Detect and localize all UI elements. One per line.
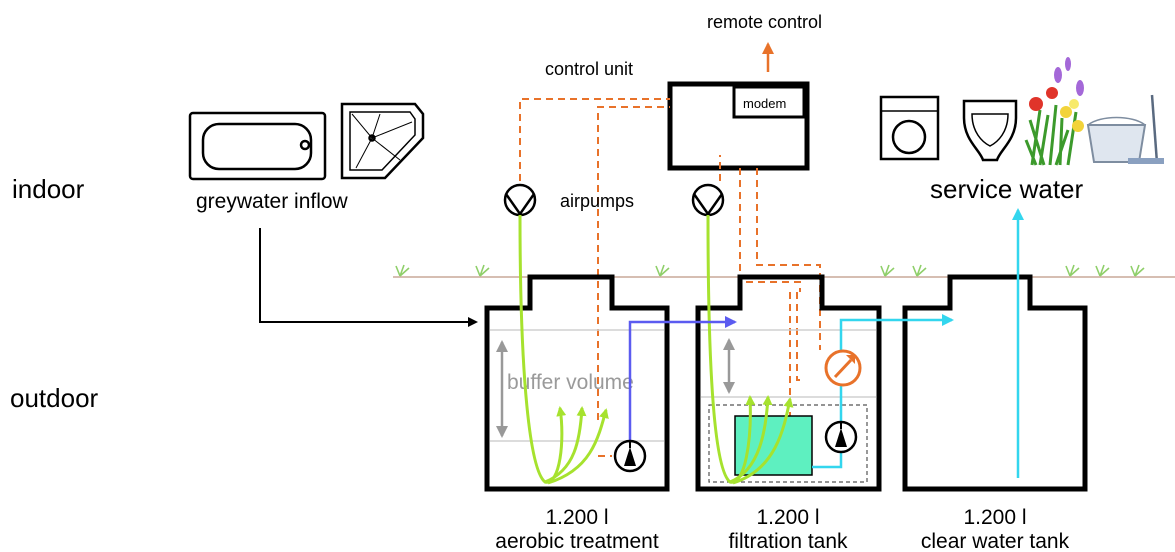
airpumps-label: airpumps	[560, 191, 634, 211]
bathtub-icon	[188, 111, 327, 181]
grass-tufts	[395, 264, 1145, 277]
outdoor-label: outdoor	[10, 383, 99, 413]
bucket-icon	[1086, 94, 1164, 164]
transfer-water-flow	[628, 316, 737, 443]
air-lines	[518, 214, 794, 485]
washing-machine-icon	[879, 95, 940, 161]
airpump-icon	[691, 183, 725, 217]
modem-label: modem	[743, 96, 786, 111]
tank-volume: 1.200 l	[756, 506, 819, 529]
water-pump-icon	[613, 439, 647, 473]
filtration-tank	[695, 274, 882, 492]
modem-box	[732, 85, 806, 119]
inflow-pipe	[259, 228, 478, 327]
service-water-label: service water	[930, 174, 1083, 204]
toilet-icon	[962, 99, 1018, 162]
remote-control-label: remote control	[707, 12, 822, 32]
greywater-inflow-label: greywater inflow	[196, 190, 349, 213]
tank-volume: 1.200 l	[963, 506, 1026, 529]
clear-water-tank	[902, 274, 1088, 492]
airpump-icon	[503, 183, 537, 217]
tank-name: filtration tank	[728, 530, 848, 552]
indoor-label: indoor	[12, 174, 85, 204]
shower-icon	[340, 102, 425, 180]
tank-name: aerobic treatment	[495, 530, 659, 552]
tank-volume: 1.200 l	[545, 506, 608, 529]
buffer-volume-label: buffer volume	[507, 371, 634, 394]
tank-name: clear water tank	[921, 530, 1070, 552]
pressure-gauge-icon	[824, 349, 862, 387]
filter-membrane	[734, 415, 813, 476]
aerobic-treatment-tank	[484, 274, 670, 492]
clear-water-flow	[812, 314, 954, 469]
control-unit-label: control unit	[545, 59, 633, 79]
flowers-icon	[1024, 57, 1084, 166]
water-pump-icon	[824, 420, 858, 454]
